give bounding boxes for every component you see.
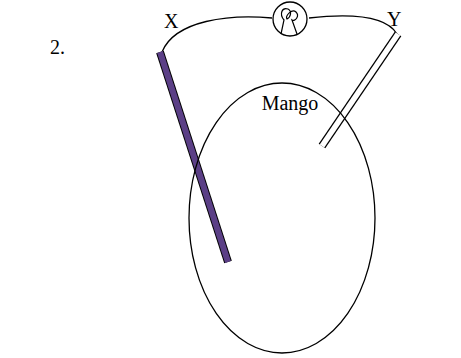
electrode-rod (322, 34, 398, 146)
fruit-outline: Mango (188, 82, 376, 354)
fruit-label: Mango (196, 82, 384, 114)
electrode-label: X (164, 10, 178, 32)
mango-ellipse (189, 83, 375, 353)
wire (162, 17, 272, 52)
mango-ellipse (188, 82, 376, 354)
wire (309, 16, 397, 34)
electrode-rod (322, 34, 398, 146)
electrode-rod (160, 52, 228, 262)
electrode-label: Y (387, 8, 401, 30)
electrode-rod (160, 52, 228, 262)
question-number: 2. (50, 36, 65, 58)
bulb-symbol (273, 2, 307, 36)
